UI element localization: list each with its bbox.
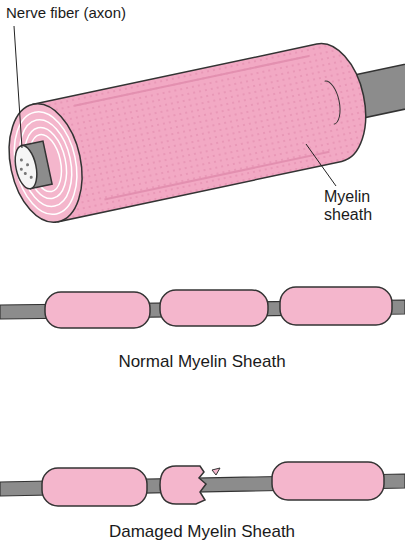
part-label: Myelin sheath	[324, 188, 394, 225]
caption-label: Damaged Myelin Sheath	[109, 522, 295, 542]
caption-label: Normal Myelin Sheath	[118, 352, 285, 372]
leader-line	[306, 144, 336, 186]
part-label: Nerve fiber (axon)	[6, 4, 126, 21]
sheath-cylinder	[0, 21, 405, 229]
damaged-axon	[0, 462, 405, 506]
normal-axon	[0, 287, 405, 328]
leader-line	[14, 26, 22, 148]
